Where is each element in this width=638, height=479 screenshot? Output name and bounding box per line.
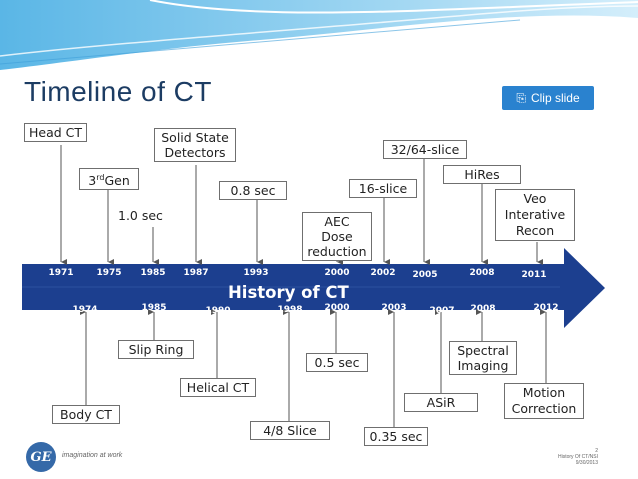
event-helical-ct: Helical CT <box>180 378 256 397</box>
clip-icon: ⎘ <box>516 91 526 105</box>
ge-logo: GE <box>26 442 56 472</box>
event-0-5-sec: 0.5 sec <box>306 353 368 372</box>
event-16-slice: 16-slice <box>349 179 417 198</box>
event-0-8-sec: 0.8 sec <box>219 181 287 200</box>
bottom-year-label: 2003 <box>381 303 407 313</box>
bottom-year-label: 1998 <box>277 305 303 315</box>
event-motion-correction: Motion Correction <box>504 383 584 419</box>
arrow-label: History of CT <box>228 283 349 302</box>
bottom-year-label: 2000 <box>324 303 350 313</box>
top-year-label: 2002 <box>370 268 396 278</box>
slide-title: Timeline of CT <box>24 76 213 107</box>
bottom-year-label: 1974 <box>72 305 98 315</box>
footer-note: 2 History Of CT/NSI 9/30/2013 <box>528 448 598 466</box>
top-year-label: 2011 <box>521 270 547 280</box>
event-solid-state-detectors: Solid State Detectors <box>154 128 236 162</box>
event-aec-dose-reduction: AEC Dose reduction <box>302 212 372 261</box>
history-arrow-shape <box>22 248 605 328</box>
event-body-ct: Body CT <box>52 405 120 424</box>
event-spectral-imaging: Spectral Imaging <box>449 341 517 375</box>
bottom-year-label: 1990 <box>205 306 231 316</box>
clip-slide-label: Clip slide <box>530 91 580 105</box>
bottom-year-label: 2007 <box>429 306 455 316</box>
top-year-label: 2008 <box>469 268 495 278</box>
top-year-label: 2005 <box>412 270 438 280</box>
bottom-year-label: 2008 <box>470 304 496 314</box>
footer-note-line-1: History Of CT/NSI <box>557 454 598 460</box>
top-year-label: 1975 <box>96 268 122 278</box>
top-year-label: 1987 <box>183 268 209 278</box>
event-4-8-slice: 4/8 Slice <box>250 421 330 440</box>
header-wave-decoration <box>0 0 638 70</box>
event-slip-ring: Slip Ring <box>118 340 194 359</box>
event-asir: ASiR <box>404 393 478 412</box>
bottom-year-label: 2012 <box>533 303 559 313</box>
event-veo-recon: Veo Interative Recon <box>495 189 575 241</box>
event-3rd-gen: 3rdGen <box>79 168 139 191</box>
third-gen-number: 3 <box>88 173 97 189</box>
event-1-sec: 1.0 sec <box>118 208 163 223</box>
top-year-label: 2000 <box>324 268 350 278</box>
event-head-ct: Head CT <box>24 123 87 142</box>
event-hires: HiRes <box>443 165 521 184</box>
top-year-label: 1971 <box>48 268 74 278</box>
footer-note-line-2: 9/30/2013 <box>575 460 598 466</box>
top-year-label: 1985 <box>140 268 166 278</box>
tagline: imagination at work <box>62 452 123 459</box>
footer-page-number: 2 <box>595 448 598 454</box>
third-gen-text: Gen <box>104 173 130 189</box>
clip-slide-button[interactable]: ⎘ Clip slide <box>502 86 594 110</box>
bottom-year-label: 1985 <box>141 303 167 313</box>
top-year-label: 1993 <box>243 268 269 278</box>
third-gen-superscript: rd <box>96 173 105 182</box>
event-0-35-sec: 0.35 sec <box>364 427 428 446</box>
event-32-64-slice: 32/64-slice <box>383 140 467 159</box>
